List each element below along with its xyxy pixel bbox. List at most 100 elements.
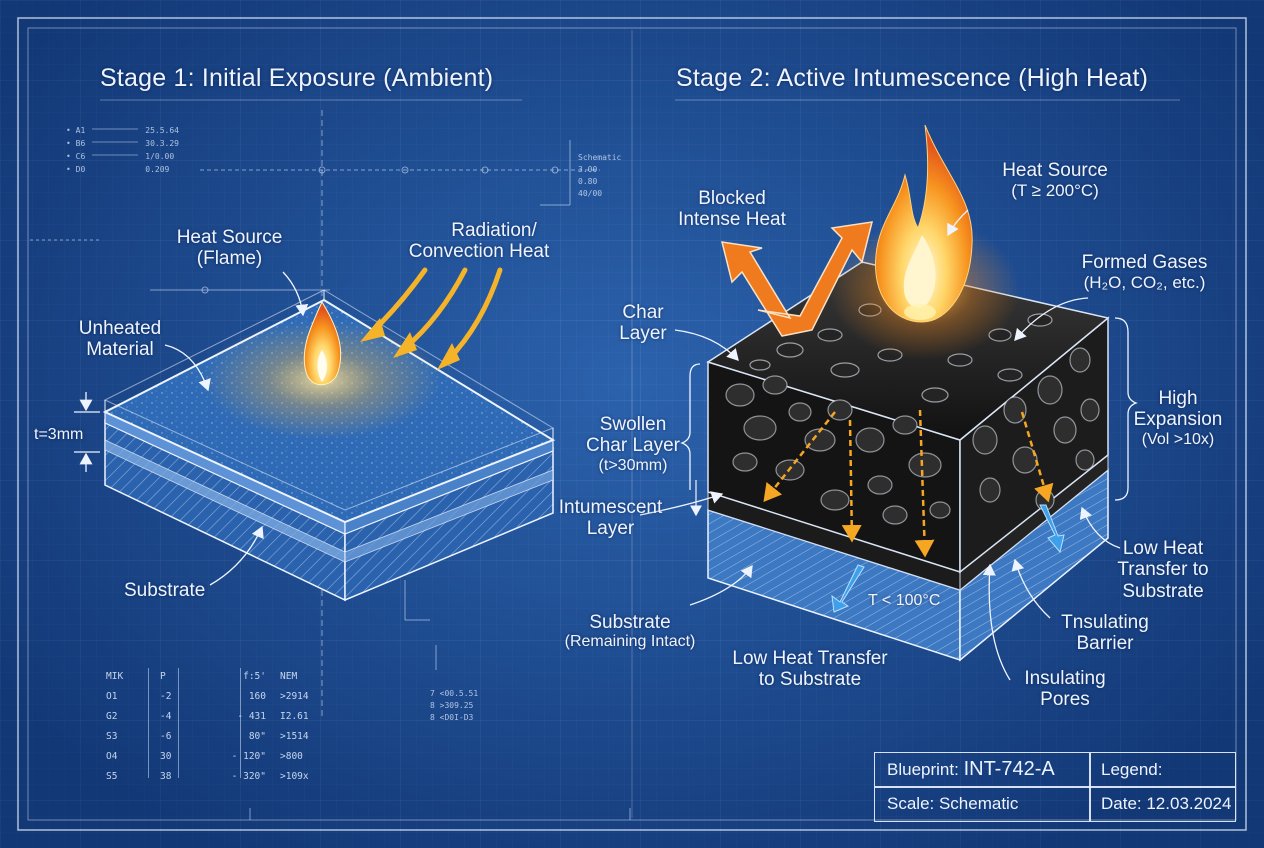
stage1-block bbox=[74, 267, 556, 602]
stage1-heat-source-line1: Heat Source bbox=[176, 227, 283, 248]
annotation-key: A1 bbox=[75, 126, 86, 135]
table-cell: -2 bbox=[160, 690, 172, 702]
annotation-key: C6 bbox=[75, 152, 86, 161]
table-cell: S5 bbox=[106, 770, 118, 782]
stage2-intumescent-line1: Intumescent bbox=[558, 497, 663, 518]
annotation-line: 8 >309.25 bbox=[430, 701, 474, 710]
annotation-value: 25.5.64 bbox=[145, 126, 179, 135]
table-row: G2 -4 - 431 I2.61 bbox=[106, 706, 340, 726]
stage2-high-expansion-line3: (Vol >10x) bbox=[1141, 430, 1215, 448]
table-cell: >2914 bbox=[280, 690, 309, 702]
annotation-middle: 7 <00.5.51 8 >309.25 8 <D0I-D3 bbox=[430, 688, 478, 724]
stage2-gases-label: Formed Gases (H₂O, CO₂, etc.) bbox=[1062, 252, 1227, 292]
table-header: P bbox=[160, 670, 166, 682]
stage2-tnsulating-line1: Tnsulating bbox=[1061, 612, 1149, 633]
stage1-radiation-line1: Radiation/ bbox=[451, 220, 537, 241]
stage2-pores-line2: Pores bbox=[1040, 689, 1090, 711]
table-divider bbox=[240, 668, 241, 778]
table-cell: O1 bbox=[106, 690, 118, 702]
data-table: MIK P f:5' NEM O1 -2 160 >2914 G2 -4 - 4… bbox=[106, 666, 340, 786]
title-block-date: Date: 12.03.2024 bbox=[1101, 794, 1232, 813]
table-cell: >800 bbox=[280, 750, 303, 762]
stage2-high-expansion-line1: High bbox=[1158, 388, 1198, 409]
annotation-value: 0.209 bbox=[145, 165, 170, 174]
annotation-line: 3.00 bbox=[578, 165, 598, 174]
stage2-swollen-line1: Swollen bbox=[599, 414, 667, 435]
title-block-scale: Scale: Schematic bbox=[887, 794, 1019, 813]
stage2-pores-label: Insulating Pores bbox=[1010, 668, 1120, 711]
stage1-thickness-label: t=3mm bbox=[34, 426, 84, 443]
table-cell: 38 bbox=[160, 770, 172, 782]
table-cell: -4 bbox=[160, 710, 172, 722]
table-cell: >109x bbox=[280, 770, 309, 782]
table-cell: - 431 bbox=[237, 710, 266, 722]
stage2-low-heat-right-label: Low Heat Transfer to Substrate bbox=[1108, 538, 1218, 602]
annotation-value: 30.3.29 bbox=[145, 139, 179, 148]
stage2-block bbox=[639, 124, 1138, 681]
stage2-swollen-label: Swollen Char Layer (t>30mm) bbox=[578, 414, 688, 474]
title-block-divider bbox=[875, 786, 1235, 788]
annotation-line: 8 <D0I-D3 bbox=[430, 713, 474, 722]
stage2-char-line1: Char bbox=[622, 302, 664, 323]
stage2-char-line2: Layer bbox=[619, 323, 667, 345]
table-cell: S3 bbox=[106, 730, 118, 742]
stage2-gases-line1: Formed Gases bbox=[1081, 252, 1208, 273]
stage2-gases-line2: (H₂O, CO₂, etc.) bbox=[1083, 273, 1206, 293]
stage1-radiation-label: Radiation/ Convection Heat bbox=[395, 220, 563, 263]
table-cell: G2 bbox=[106, 710, 118, 722]
stage2-swollen-line3: (t>30mm) bbox=[598, 456, 668, 474]
stage2-heat-source-line2: (T ≥ 200°C) bbox=[1011, 181, 1099, 201]
stage2-heat-source-label: Heat Source (T ≥ 200°C) bbox=[985, 160, 1125, 200]
annotation-line: 0.80 bbox=[578, 177, 598, 186]
table-cell: I2.61 bbox=[280, 710, 309, 722]
table-cell: - 120" bbox=[231, 750, 266, 762]
table-cell: - 320" bbox=[231, 770, 266, 782]
stage2-title: Stage 2: Active Intumescence (High Heat) bbox=[676, 64, 1149, 92]
stage2-blocked-line1: Blocked bbox=[698, 188, 766, 209]
title-block: Blueprint: INT-742-A Legend: Scale: Sche… bbox=[874, 752, 1236, 822]
stage2-intumescent-line2: Layer bbox=[586, 518, 635, 540]
table-divider bbox=[148, 668, 149, 778]
table-divider bbox=[178, 668, 179, 778]
stage2-high-expansion-line2: Expansion bbox=[1133, 409, 1223, 431]
stage2-high-expansion-label: High Expansion (Vol >10x) bbox=[1128, 388, 1228, 448]
table-cell: 160 bbox=[248, 690, 266, 702]
stage1-substrate-label: Substrate bbox=[124, 580, 206, 601]
stage2-low-heat-bottom-label: Low Heat Transfer to Substrate bbox=[720, 648, 900, 691]
table-header-row: MIK P f:5' NEM bbox=[106, 666, 340, 686]
stage2-pores-line1: Insulating bbox=[1024, 668, 1106, 689]
stage1-radiation-line2: Convection Heat bbox=[408, 241, 550, 263]
annotation-key: B6 bbox=[75, 139, 86, 148]
stage1-title: Stage 1: Initial Exposure (Ambient) bbox=[100, 64, 494, 92]
stage2-temp-label: T < 100°C bbox=[868, 592, 941, 609]
stage2-blocked-label: Blocked Intense Heat bbox=[662, 188, 802, 231]
title-block-legend: Legend: bbox=[1101, 759, 1163, 779]
stage2-low-heat-bottom-line2: to Substrate bbox=[758, 669, 862, 691]
stage2-low-heat-right-line3: Substrate bbox=[1122, 580, 1204, 602]
table-header: f:5' bbox=[243, 670, 266, 682]
table-row: S5 38 - 320" >109x bbox=[106, 766, 340, 786]
table-row: S3 -6 80" >1514 bbox=[106, 726, 340, 746]
stage1-unheated-line2: Material bbox=[86, 339, 154, 361]
stage2-blocked-line2: Intense Heat bbox=[678, 209, 786, 231]
table-cell: >1514 bbox=[280, 730, 309, 742]
table-header: MIK bbox=[106, 670, 124, 682]
annotation-line: Schematic bbox=[578, 153, 622, 162]
stage2-char-label: Char Layer bbox=[608, 302, 678, 345]
stage2-low-heat-right-line2: Transfer to bbox=[1117, 559, 1209, 581]
table-cell: O4 bbox=[106, 750, 118, 762]
stage1-unheated-line1: Unheated bbox=[78, 318, 162, 339]
stage2-substrate-line2: (Remaining Intact) bbox=[564, 633, 696, 651]
annotation-line: 40/00 bbox=[578, 189, 603, 198]
stage2-substrate-label: Substrate (Remaining Intact) bbox=[555, 612, 705, 651]
annotation-schematic: Schematic 3.00 0.80 40/00 bbox=[578, 152, 621, 200]
stage2-tnsulating-line2: Barrier bbox=[1076, 633, 1134, 655]
stage2-tnsulating-label: Tnsulating Barrier bbox=[1050, 612, 1160, 655]
table-header: NEM bbox=[280, 670, 298, 682]
